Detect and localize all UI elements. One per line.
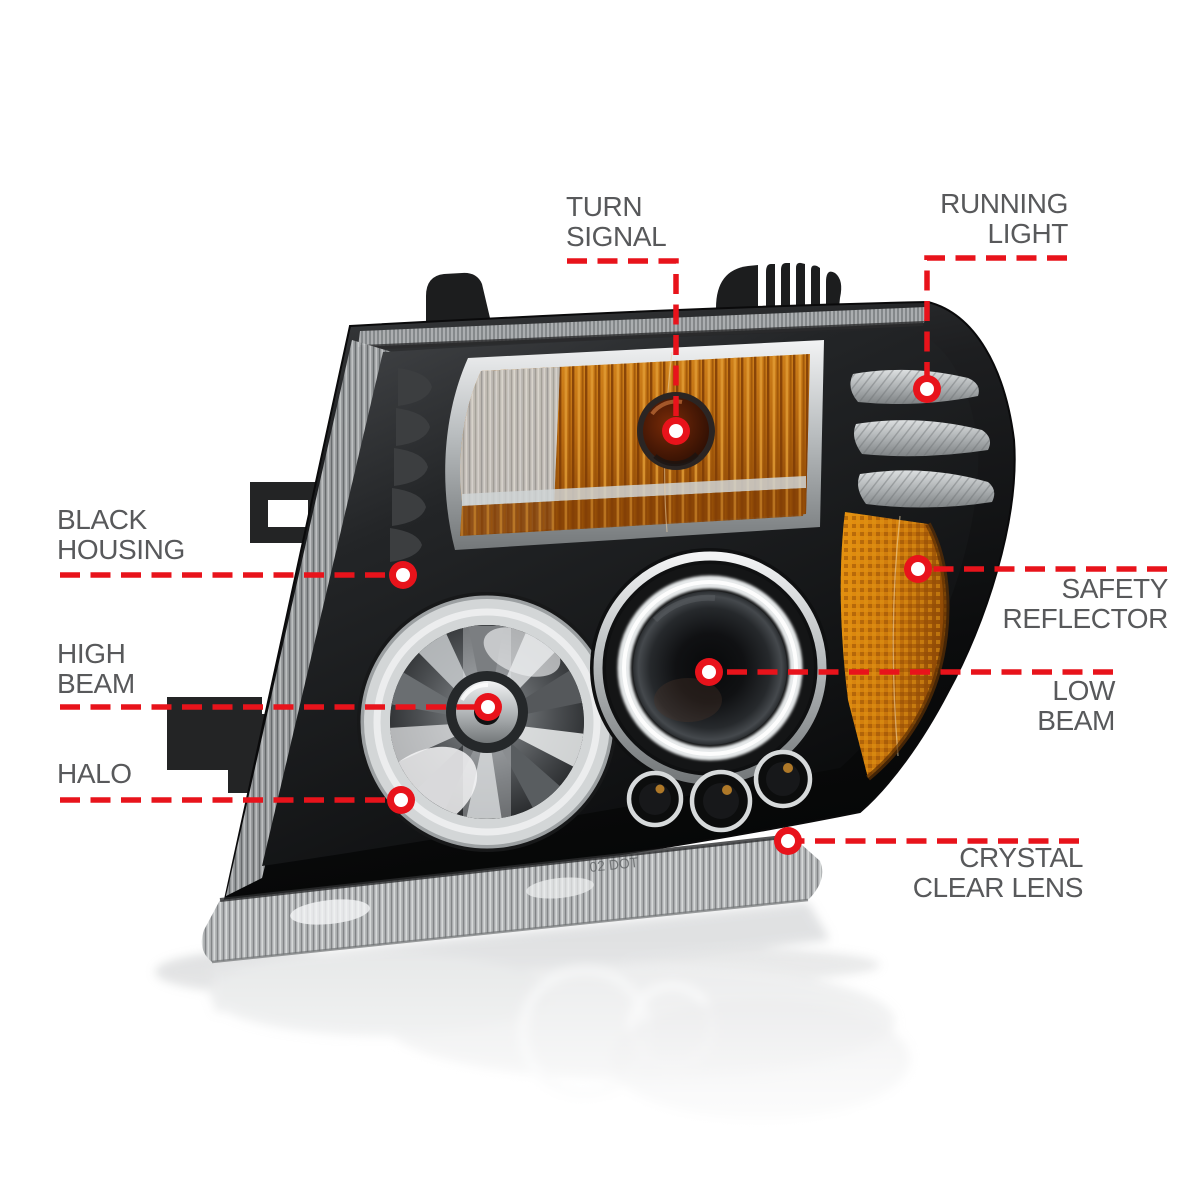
- lens-marking-text: 02 DOT: [589, 854, 640, 875]
- callout-line-running-light: [924, 255, 1067, 389]
- housing-ribs: [390, 368, 432, 562]
- reflection-fade: [0, 938, 1200, 1200]
- callout-markers: [387, 375, 941, 855]
- headlight-body: 02 DOT: [201, 300, 1016, 964]
- label-safety-reflector: SAFETY REFLECTOR: [1002, 573, 1169, 634]
- left-ribbed-strip: [226, 340, 392, 896]
- label-halo: HALO: [57, 758, 132, 789]
- label-black-housing: BLACK HOUSING: [57, 504, 185, 565]
- running-light-slats: [850, 369, 995, 508]
- crystal-clear-lens-strip: 02 DOT: [201, 834, 823, 964]
- label-turn-signal: TURN SIGNAL: [566, 191, 667, 252]
- callout-lines: [60, 255, 1167, 844]
- callout-line-turn-signal: [567, 258, 679, 431]
- label-low-beam: LOW BEAM: [1037, 675, 1115, 736]
- led-accents: [626, 749, 813, 833]
- top-knurled-strip: [358, 307, 926, 347]
- label-crystal-clear-lens: CRYSTAL CLEAR LENS: [912, 842, 1084, 903]
- turn-signal-lamp: [445, 340, 824, 550]
- label-running-light: RUNNING LIGHT: [940, 188, 1068, 249]
- label-high-beam: HIGH BEAM: [57, 638, 135, 699]
